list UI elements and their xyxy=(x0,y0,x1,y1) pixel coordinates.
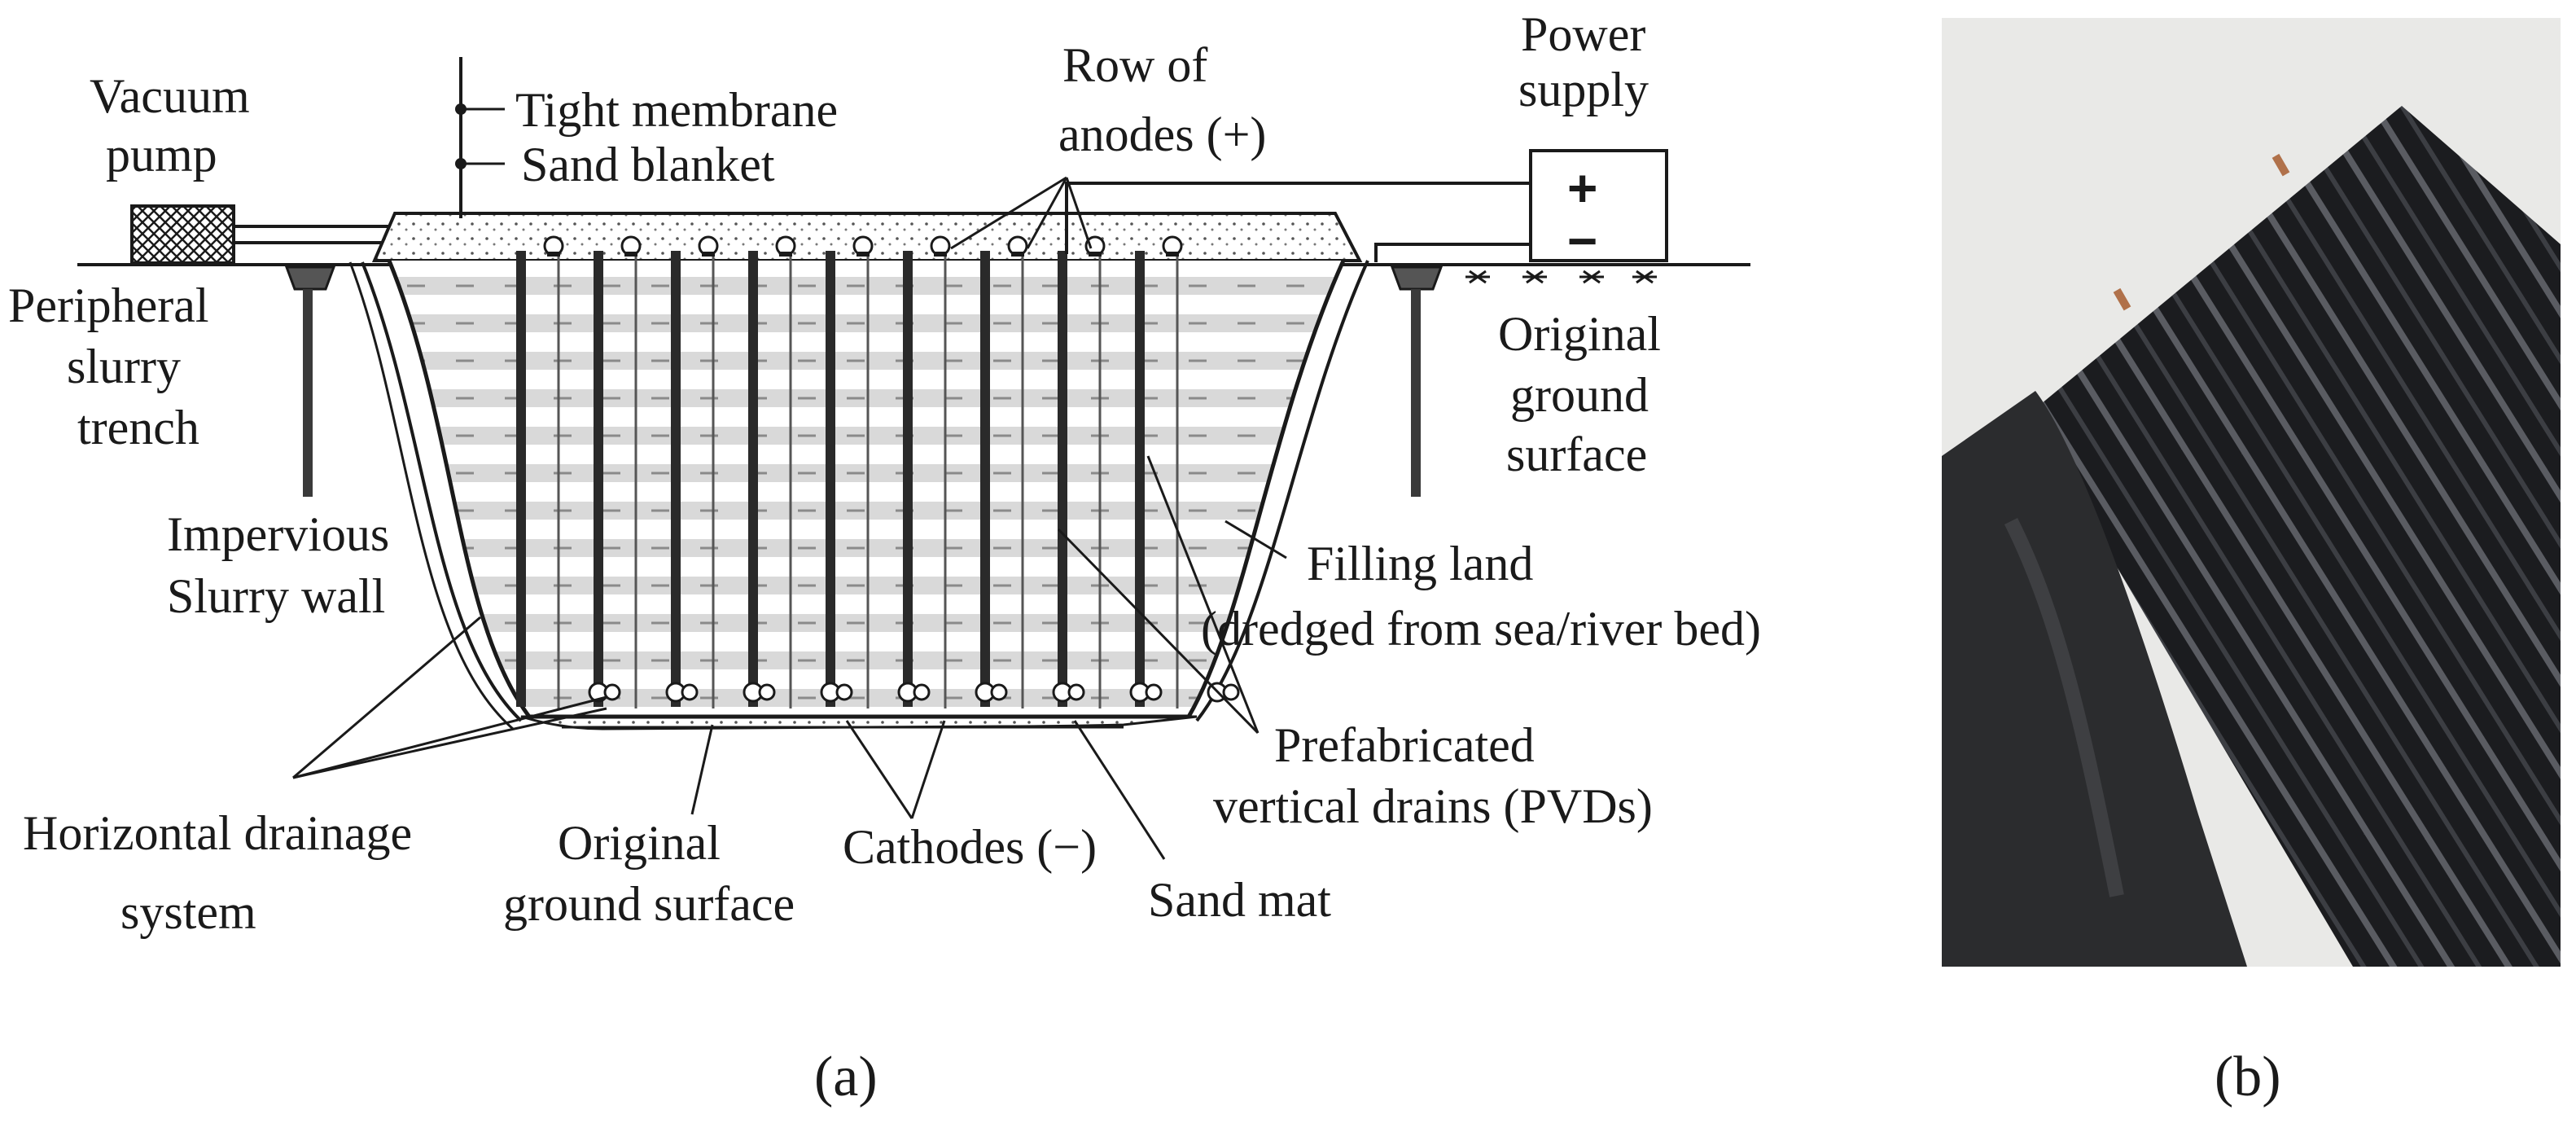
pvd-drain xyxy=(980,251,990,707)
power-plus-sign: + xyxy=(1567,159,1597,217)
soil-band xyxy=(389,577,1343,594)
anode-base xyxy=(624,252,637,257)
soil-band xyxy=(389,614,1343,632)
label-vacuum-pump-2: pump xyxy=(106,128,217,182)
label-sand-blanket: Sand blanket xyxy=(521,138,775,191)
cathode-marker-pair xyxy=(1222,683,1240,701)
label-original-ground-right-2: ground xyxy=(1510,368,1649,422)
soil-band xyxy=(389,689,1343,707)
ground-hatch-marks xyxy=(1465,270,1657,284)
soil-band xyxy=(389,389,1343,407)
cathode-marker-pair xyxy=(913,683,931,701)
anode-base xyxy=(856,252,870,257)
label-filling-land-1: Filling land xyxy=(1307,537,1533,590)
soil-band xyxy=(389,464,1343,482)
anode-row xyxy=(543,235,1183,257)
cathode-marker-pair xyxy=(990,683,1008,701)
pvd-group xyxy=(516,251,1179,708)
pvd-drain xyxy=(748,251,758,707)
ribbed-drain-strip xyxy=(2027,106,2561,967)
pvd-drain xyxy=(671,251,681,707)
anode-base xyxy=(934,252,947,257)
label-horizontal-drainage-2: system xyxy=(120,885,256,939)
label-peripheral-3: trench xyxy=(77,401,199,454)
cathode-marker-pair xyxy=(603,683,621,701)
label-pvd-2: vertical drains (PVDs) xyxy=(1213,779,1653,833)
label-tight-membrane: Tight membrane xyxy=(515,83,838,137)
cathode-marker-pair xyxy=(835,683,853,701)
soil-band xyxy=(389,314,1343,332)
horizontal-drainage-left-2 xyxy=(348,261,514,730)
caption-a: (a) xyxy=(814,1046,878,1108)
horizontal-drainage-left-1 xyxy=(361,261,523,722)
label-filling-land-2: (dredged from sea/river bed) xyxy=(1201,602,1761,656)
label-row-of-anodes-2: anodes (+) xyxy=(1058,107,1266,161)
label-row-of-anodes-1: Row of xyxy=(1062,38,1207,92)
anode-base xyxy=(1166,252,1179,257)
label-sand-mat: Sand mat xyxy=(1148,873,1331,927)
pvd-drain xyxy=(1058,251,1067,707)
soil-band xyxy=(389,651,1343,669)
cathode-marker-pair xyxy=(1067,683,1085,701)
cathode-marker-pair xyxy=(681,683,699,701)
power-supply-box xyxy=(1529,149,1668,262)
soil-band xyxy=(389,352,1343,370)
pvd-drain xyxy=(826,251,835,707)
felt-fold-shadow xyxy=(2004,517,2124,897)
anode-base xyxy=(1089,252,1102,257)
pvd-drain xyxy=(594,251,603,707)
label-original-ground-right-1: Original xyxy=(1498,307,1661,361)
leader-lines xyxy=(292,176,1287,860)
anode-base xyxy=(1011,252,1024,257)
label-peripheral-1: Peripheral xyxy=(8,279,209,332)
label-pvd-1: Prefabricated xyxy=(1274,718,1535,772)
label-original-ground-bottom-1: Original xyxy=(558,816,721,870)
pvd-drain xyxy=(516,251,526,707)
slurry-trench-right xyxy=(1390,265,1444,291)
label-power-supply-1: Power xyxy=(1521,7,1645,61)
label-horizontal-drainage-1: Horizontal drainage xyxy=(23,806,412,860)
anode-base xyxy=(702,252,715,257)
soil-band xyxy=(389,277,1343,295)
label-impervious-2: Slurry wall xyxy=(167,569,385,623)
cathode-marker-pair xyxy=(1145,683,1163,701)
photo-panel-b: (b) xyxy=(1942,18,2561,1108)
caption-b: (b) xyxy=(2215,1046,2281,1108)
cathode-row xyxy=(588,682,1240,703)
cathode-wire xyxy=(1374,243,1531,262)
label-original-ground-right-3: surface xyxy=(1506,428,1647,481)
pvd-drain xyxy=(903,251,913,707)
filling-land-body xyxy=(389,261,1343,717)
cathode-marker-pair xyxy=(758,683,776,701)
anode-base xyxy=(779,252,792,257)
diagram-panel-a: + − Vacuum pump Tight membrane xyxy=(8,7,1761,1108)
label-power-supply-2: supply xyxy=(1518,63,1649,116)
label-cathodes: Cathodes (−) xyxy=(843,820,1097,874)
pvd-drain xyxy=(1135,251,1145,707)
anode-wire xyxy=(1065,182,1531,254)
slurry-trench-left xyxy=(284,265,336,291)
slurry-wall-left xyxy=(303,289,313,497)
label-original-ground-bottom-2: ground surface xyxy=(503,877,795,931)
soil-band xyxy=(389,539,1343,557)
power-minus-sign: − xyxy=(1567,212,1597,270)
anode-base xyxy=(547,252,560,257)
soil-band xyxy=(389,427,1343,445)
soil-band xyxy=(389,502,1343,520)
label-impervious-1: Impervious xyxy=(167,507,389,561)
copper-tab-1 xyxy=(2272,153,2290,177)
label-vacuum-pump-1: Vacuum xyxy=(90,69,250,123)
slurry-wall-right xyxy=(1411,289,1421,497)
copper-tab-2 xyxy=(2113,287,2131,311)
horizontal-drainage-right xyxy=(1195,260,1369,722)
vacuum-pump-box xyxy=(130,204,235,265)
label-peripheral-2: slurry xyxy=(67,340,181,393)
